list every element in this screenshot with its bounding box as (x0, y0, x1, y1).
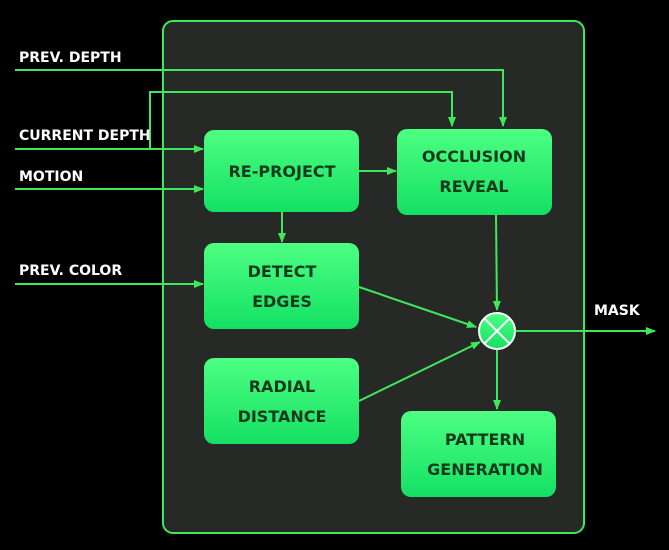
current-depth-label: CURRENT DEPTH (19, 128, 151, 144)
radial-to-mixer (358, 341, 481, 402)
radial-label-line2: DISTANCE (238, 407, 327, 426)
detect-edges-block: DETECT EDGES (204, 243, 359, 329)
prev-depth-line (15, 69, 507, 127)
pattern-label-line1: PATTERN (445, 430, 525, 449)
multiply-icon (478, 312, 516, 350)
reproject-block: RE-PROJECT (204, 130, 359, 212)
mask-label: MASK (594, 303, 641, 319)
radial-label-line1: RADIAL (249, 377, 316, 396)
motion-label: MOTION (19, 169, 83, 185)
prev-depth-label: PREV. DEPTH (19, 50, 122, 66)
occlusion-reveal-block: OCCLUSION REVEAL (397, 129, 552, 215)
current-depth-line (15, 91, 456, 150)
pattern-generation-block: PATTERN GENERATION (401, 411, 556, 497)
detect-label-line1: DETECT (248, 262, 317, 281)
detect-to-mixer (358, 286, 477, 328)
occlusion-label-line1: OCCLUSION (422, 147, 526, 166)
occlusion-label-line2: REVEAL (439, 177, 508, 196)
radial-distance-block: RADIAL DISTANCE (204, 358, 359, 444)
prev-color-label: PREV. COLOR (19, 263, 122, 279)
reproject-label: RE-PROJECT (228, 162, 335, 181)
occlusion-to-mixer (492, 214, 501, 311)
pattern-label-line2: GENERATION (427, 460, 543, 479)
detect-label-line2: EDGES (252, 292, 312, 311)
